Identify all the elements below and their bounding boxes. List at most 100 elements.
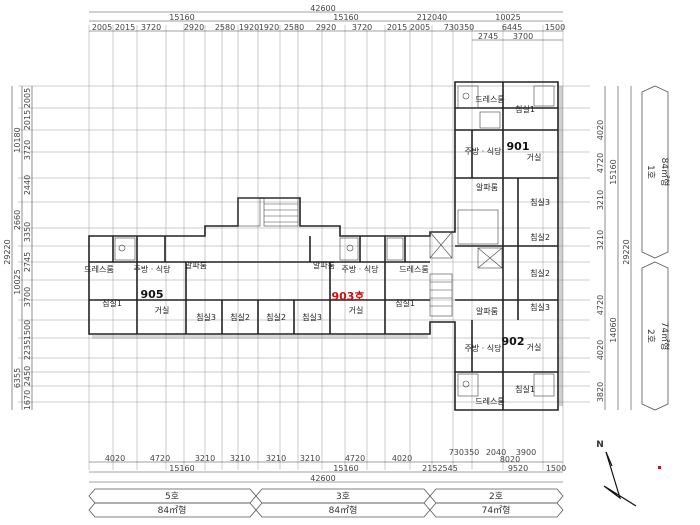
- dim-right-inner: 4020: [596, 120, 605, 140]
- dim-bottom-l2: 1500: [546, 464, 566, 473]
- dim-top-l3: 2005: [410, 23, 430, 32]
- dim-top-l4: 3700: [513, 32, 533, 41]
- room-label-alpha: 알파룸: [313, 260, 335, 270]
- dim-top-l3: 2015: [115, 23, 135, 32]
- dim-bottom-l1: 3210: [300, 454, 320, 463]
- room-label-alpha: 알파룸: [476, 306, 498, 316]
- bottom-band-no: 2호: [489, 491, 503, 502]
- dim-bottom-l1: 730350: [449, 448, 480, 457]
- dim-top-l3: 1920: [259, 23, 279, 32]
- bottom-band-no: 5호: [165, 491, 179, 502]
- right-band-type: 74㎡형: [659, 322, 670, 351]
- red-mark: [658, 466, 661, 469]
- dim-top-l3: 6445: [502, 23, 522, 32]
- dim-bottom-l2: 8020: [500, 455, 520, 464]
- dim-left-outer: 10025: [13, 269, 22, 294]
- dim-bottom-l2: 9520: [508, 464, 528, 473]
- dim-top-l3: 2005: [92, 23, 112, 32]
- north-arrow-icon: [603, 451, 637, 507]
- north-label: N: [596, 440, 604, 450]
- dim-bottom-l2: 15160: [169, 464, 194, 473]
- dim-top-l3: 730350: [444, 23, 475, 32]
- dim-left-inner: 2450: [23, 366, 32, 386]
- room-label-bedroom2: 침실2: [230, 312, 250, 322]
- room-label-dress: 드레스룸: [475, 397, 504, 406]
- bottom-band-frame: [88, 488, 564, 518]
- dim-top-l3: 3720: [352, 23, 372, 32]
- bottom-band-type: 84㎡형: [329, 505, 358, 516]
- dim-right-inner: 4020: [596, 340, 605, 360]
- dim-right-inner: 3210: [596, 190, 605, 210]
- dim-right-part: 14060: [609, 317, 618, 342]
- top-dimensions: [89, 11, 563, 41]
- grid-lines: [18, 25, 590, 470]
- unit-number-901: 901: [507, 140, 530, 153]
- dim-top-l2: 15160: [169, 13, 194, 22]
- unit-number-905: 905: [141, 288, 164, 301]
- dim-bottom-l1: 4020: [392, 454, 412, 463]
- unit-number-902: 902: [502, 335, 525, 348]
- dim-bottom-l1: 4720: [345, 454, 365, 463]
- left-dimensions: [11, 86, 33, 410]
- window-strips: [92, 86, 563, 406]
- dim-left-inner: 2015: [23, 110, 32, 130]
- room-label-bedroom3: 침실3: [302, 312, 322, 322]
- dim-bottom-l1: 3210: [266, 454, 286, 463]
- dim-right-inner: 3820: [596, 382, 605, 402]
- dim-top-l3: 2920: [184, 23, 204, 32]
- dim-bottom-l1: 4720: [150, 454, 170, 463]
- room-label-alpha: 알파룸: [185, 260, 207, 270]
- dim-top-l4: 2745: [478, 32, 498, 41]
- room-label-living: 거실: [349, 305, 364, 315]
- room-label-living: 거실: [527, 342, 542, 352]
- dim-right-inner: 3210: [596, 230, 605, 250]
- room-label-kitchen: 주방 · 식당: [341, 264, 379, 274]
- dim-left-inner: 2235: [23, 340, 32, 360]
- room-label-bedroom3: 침실3: [530, 302, 550, 312]
- room-label-bedroom2: 침실2: [530, 232, 550, 242]
- dim-bottom-l1: 3900: [516, 448, 536, 457]
- dim-top-l3: 2920: [316, 23, 336, 32]
- room-label-living: 거실: [155, 305, 170, 315]
- room-label-kitchen: 주방 · 식당: [464, 146, 502, 156]
- dim-left-inner: 1670: [23, 390, 32, 410]
- room-label-dress: 드레스룸: [475, 95, 504, 104]
- dim-bottom-l1: 2040: [486, 448, 506, 457]
- room-label-bedroom1: 침실1: [515, 384, 535, 394]
- bottom-band-type: 84㎡형: [158, 505, 187, 516]
- dim-left-inner: 3350: [23, 222, 32, 242]
- dim-left-inner: 3700: [23, 287, 32, 307]
- dim-top-total: 42600: [310, 4, 335, 13]
- core-stairs: [237, 197, 503, 317]
- dim-top-l3: 2580: [215, 23, 235, 32]
- dim-top-l2: 15160: [333, 13, 358, 22]
- dim-left-outer: 2660: [13, 210, 22, 230]
- room-label-kitchen: 주방 · 식당: [464, 343, 502, 353]
- bottom-dimensions: [89, 461, 563, 483]
- dim-top-l2: 212040: [417, 13, 448, 22]
- dim-top-l3: 2015: [387, 23, 407, 32]
- room-label-alpha: 알파룸: [476, 182, 498, 192]
- room-label-bedroom3: 침실3: [530, 197, 550, 207]
- right-dimensions: [604, 86, 632, 410]
- dim-left-total: 29220: [3, 239, 12, 264]
- room-label-bedroom1: 침실1: [395, 298, 415, 308]
- right-band-type: 84㎡형: [659, 158, 670, 187]
- dim-bottom-l1: 4020: [105, 454, 125, 463]
- dim-bottom-l2: 2152545: [422, 464, 458, 473]
- dim-left-inner: 3720: [23, 140, 32, 160]
- dim-top-l2: 10025: [495, 13, 520, 22]
- dim-top-l3: 1920: [239, 23, 259, 32]
- dim-bottom-total: 42600: [310, 474, 335, 483]
- room-label-living: 거실: [527, 152, 542, 162]
- bottom-band-type: 74㎡형: [482, 505, 511, 516]
- dim-left-inner: 2440: [23, 175, 32, 195]
- unit-number-903: 903호: [331, 289, 364, 303]
- bottom-band-no: 3호: [336, 491, 350, 502]
- room-label-bedroom1: 침실1: [102, 298, 122, 308]
- dim-top-l3: 1500: [545, 23, 565, 32]
- room-label-dress: 드레스룸: [84, 265, 113, 274]
- dim-right-inner: 4720: [596, 295, 605, 315]
- dim-bottom-l2: 15160: [333, 464, 358, 473]
